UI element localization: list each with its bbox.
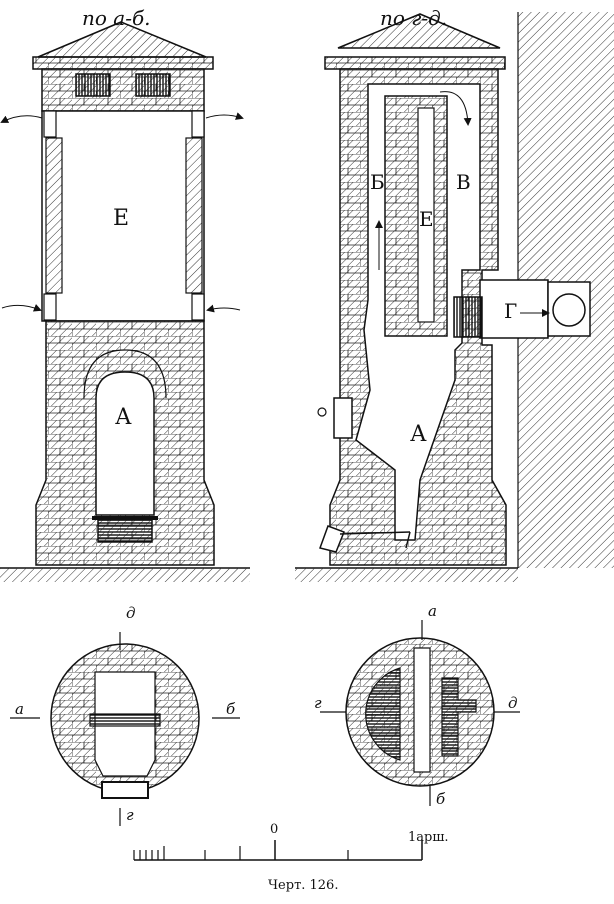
plan-right-top-mark: а xyxy=(428,602,437,620)
label-b: Б xyxy=(370,170,385,194)
fire-door xyxy=(333,397,353,439)
right-plan xyxy=(320,620,520,806)
label-a-left: А xyxy=(115,405,132,430)
label-e-left: Е xyxy=(113,206,130,231)
label-g: Г xyxy=(504,299,518,323)
right-view-title: по г-д. xyxy=(380,6,448,30)
plan-right-bottom-mark: б xyxy=(436,790,446,808)
plan-left-left-mark: а xyxy=(15,700,24,718)
left-view-title: по а-б. xyxy=(82,6,151,30)
vent-grille xyxy=(135,73,171,97)
scale-zero: 0 xyxy=(270,822,279,837)
scale-bar xyxy=(133,840,423,861)
ash-door xyxy=(97,519,153,543)
vent-grille xyxy=(75,73,111,97)
plan-left-bottom-mark: г xyxy=(126,806,134,824)
left-plan xyxy=(10,632,240,826)
label-v: В xyxy=(456,170,471,194)
damper xyxy=(453,296,483,338)
plan-right-left-mark: г xyxy=(314,694,322,712)
plan-left-top-mark: д xyxy=(126,604,136,622)
scale-unit: 1арш. xyxy=(408,830,449,845)
figure-caption: Черт. 126. xyxy=(268,878,339,893)
left-section xyxy=(0,21,250,582)
plan-left-right-mark: б xyxy=(226,700,236,718)
plan-right-right-mark: д xyxy=(508,694,518,712)
label-e-right: Е xyxy=(419,207,434,231)
label-a-right: А xyxy=(410,422,427,447)
right-section xyxy=(295,12,614,582)
